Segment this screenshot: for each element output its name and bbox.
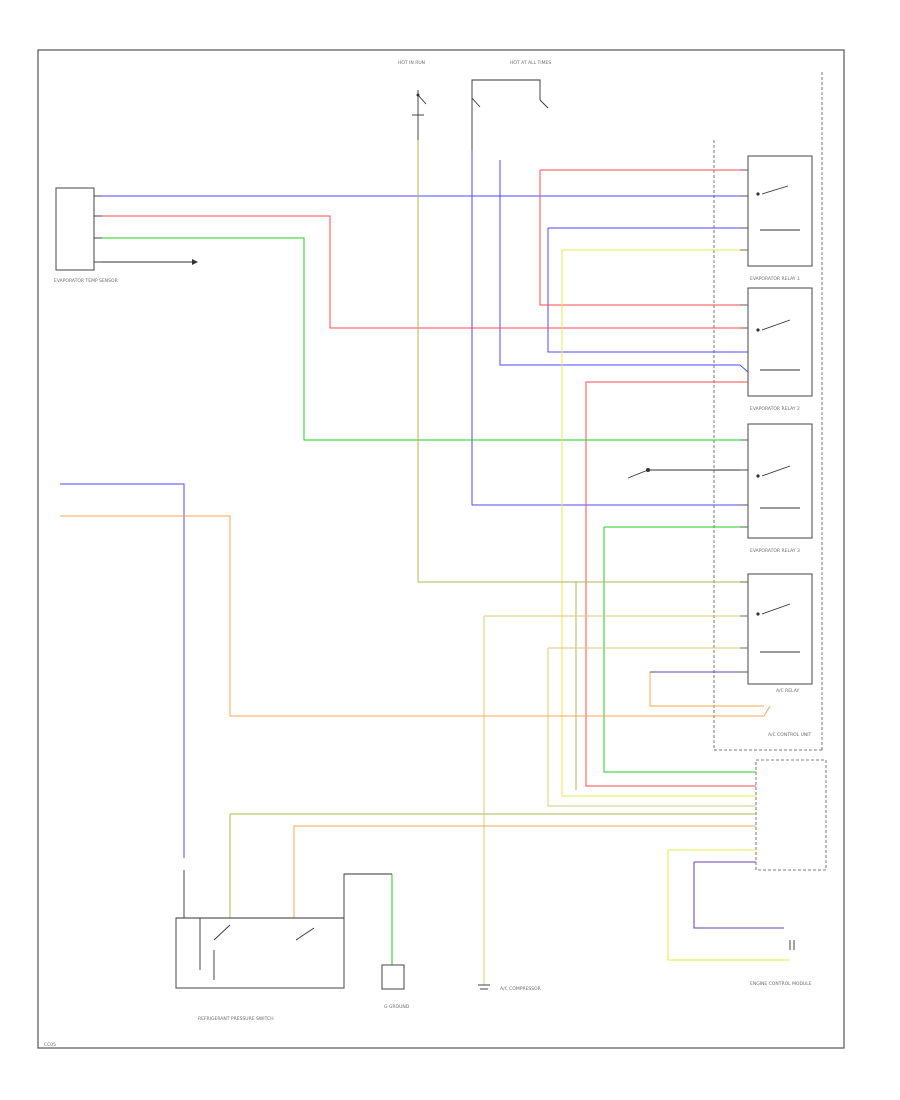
- svg-text:REFRIGERANT PRESSURE SWITCH: REFRIGERANT PRESSURE SWITCH: [198, 1016, 274, 1022]
- olive-wires: [229, 140, 756, 918]
- orange-wires: [60, 515, 771, 918]
- ac-compressor: A/C COMPRESSOR: [478, 984, 541, 992]
- yellow-wires: [561, 249, 790, 961]
- relay-3: EVAPORATOR RELAY 3: [747, 423, 813, 554]
- tan-wires: [483, 615, 756, 985]
- ecm-connector: [755, 759, 827, 871]
- red-wires: [102, 169, 756, 787]
- diagram-frame: [37, 49, 845, 1049]
- refrigerant-pressure-switch: REFRIGERANT PRESSURE SWITCH: [175, 870, 392, 1022]
- green-wires: [102, 237, 756, 965]
- svg-text:G GROUND: G GROUND: [384, 1004, 410, 1010]
- svg-text:HOT AT ALL TIMES: HOT AT ALL TIMES: [510, 60, 551, 66]
- svg-text:EVAPORATOR RELAY 2: EVAPORATOR RELAY 2: [750, 406, 800, 412]
- ac-control-unit-label: A/C CONTROL UNIT: [768, 732, 812, 738]
- svg-text:HOT IN RUN: HOT IN RUN: [398, 60, 425, 66]
- compressor-relay: A/C RELAY: [747, 573, 813, 694]
- ground-module: G GROUND: [381, 964, 410, 1010]
- ecm-label: ENGINE CONTROL MODULE: [750, 981, 812, 987]
- svg-text:EVAPORATOR RELAY 1: EVAPORATOR RELAY 1: [750, 276, 800, 282]
- sensor-ground-arrow: [192, 259, 198, 265]
- ecm-ground-symbol: [789, 940, 795, 950]
- footer-code: CC05: [44, 1042, 56, 1048]
- svg-text:A/C RELAY: A/C RELAY: [776, 688, 799, 694]
- evaporator-temp-sensor: EVAPORATOR TEMP SENSOR: [54, 187, 118, 284]
- violet-wires: [650, 671, 784, 929]
- fuse-block-left: HOT IN RUN: [398, 60, 427, 140]
- blue-wires: [60, 150, 749, 858]
- connector-pins: [740, 169, 748, 673]
- svg-text:EVAPORATOR TEMP SENSOR: EVAPORATOR TEMP SENSOR: [54, 278, 118, 284]
- relay-2: EVAPORATOR RELAY 2: [747, 287, 813, 412]
- fuse-block-right: HOT AT ALL TIMES: [471, 60, 551, 150]
- svg-text:A/C COMPRESSOR: A/C COMPRESSOR: [500, 986, 541, 992]
- relay3-ground-wire: [627, 468, 748, 479]
- svg-text:EVAPORATOR RELAY 3: EVAPORATOR RELAY 3: [750, 548, 800, 554]
- relay-1: EVAPORATOR RELAY 1: [747, 155, 813, 282]
